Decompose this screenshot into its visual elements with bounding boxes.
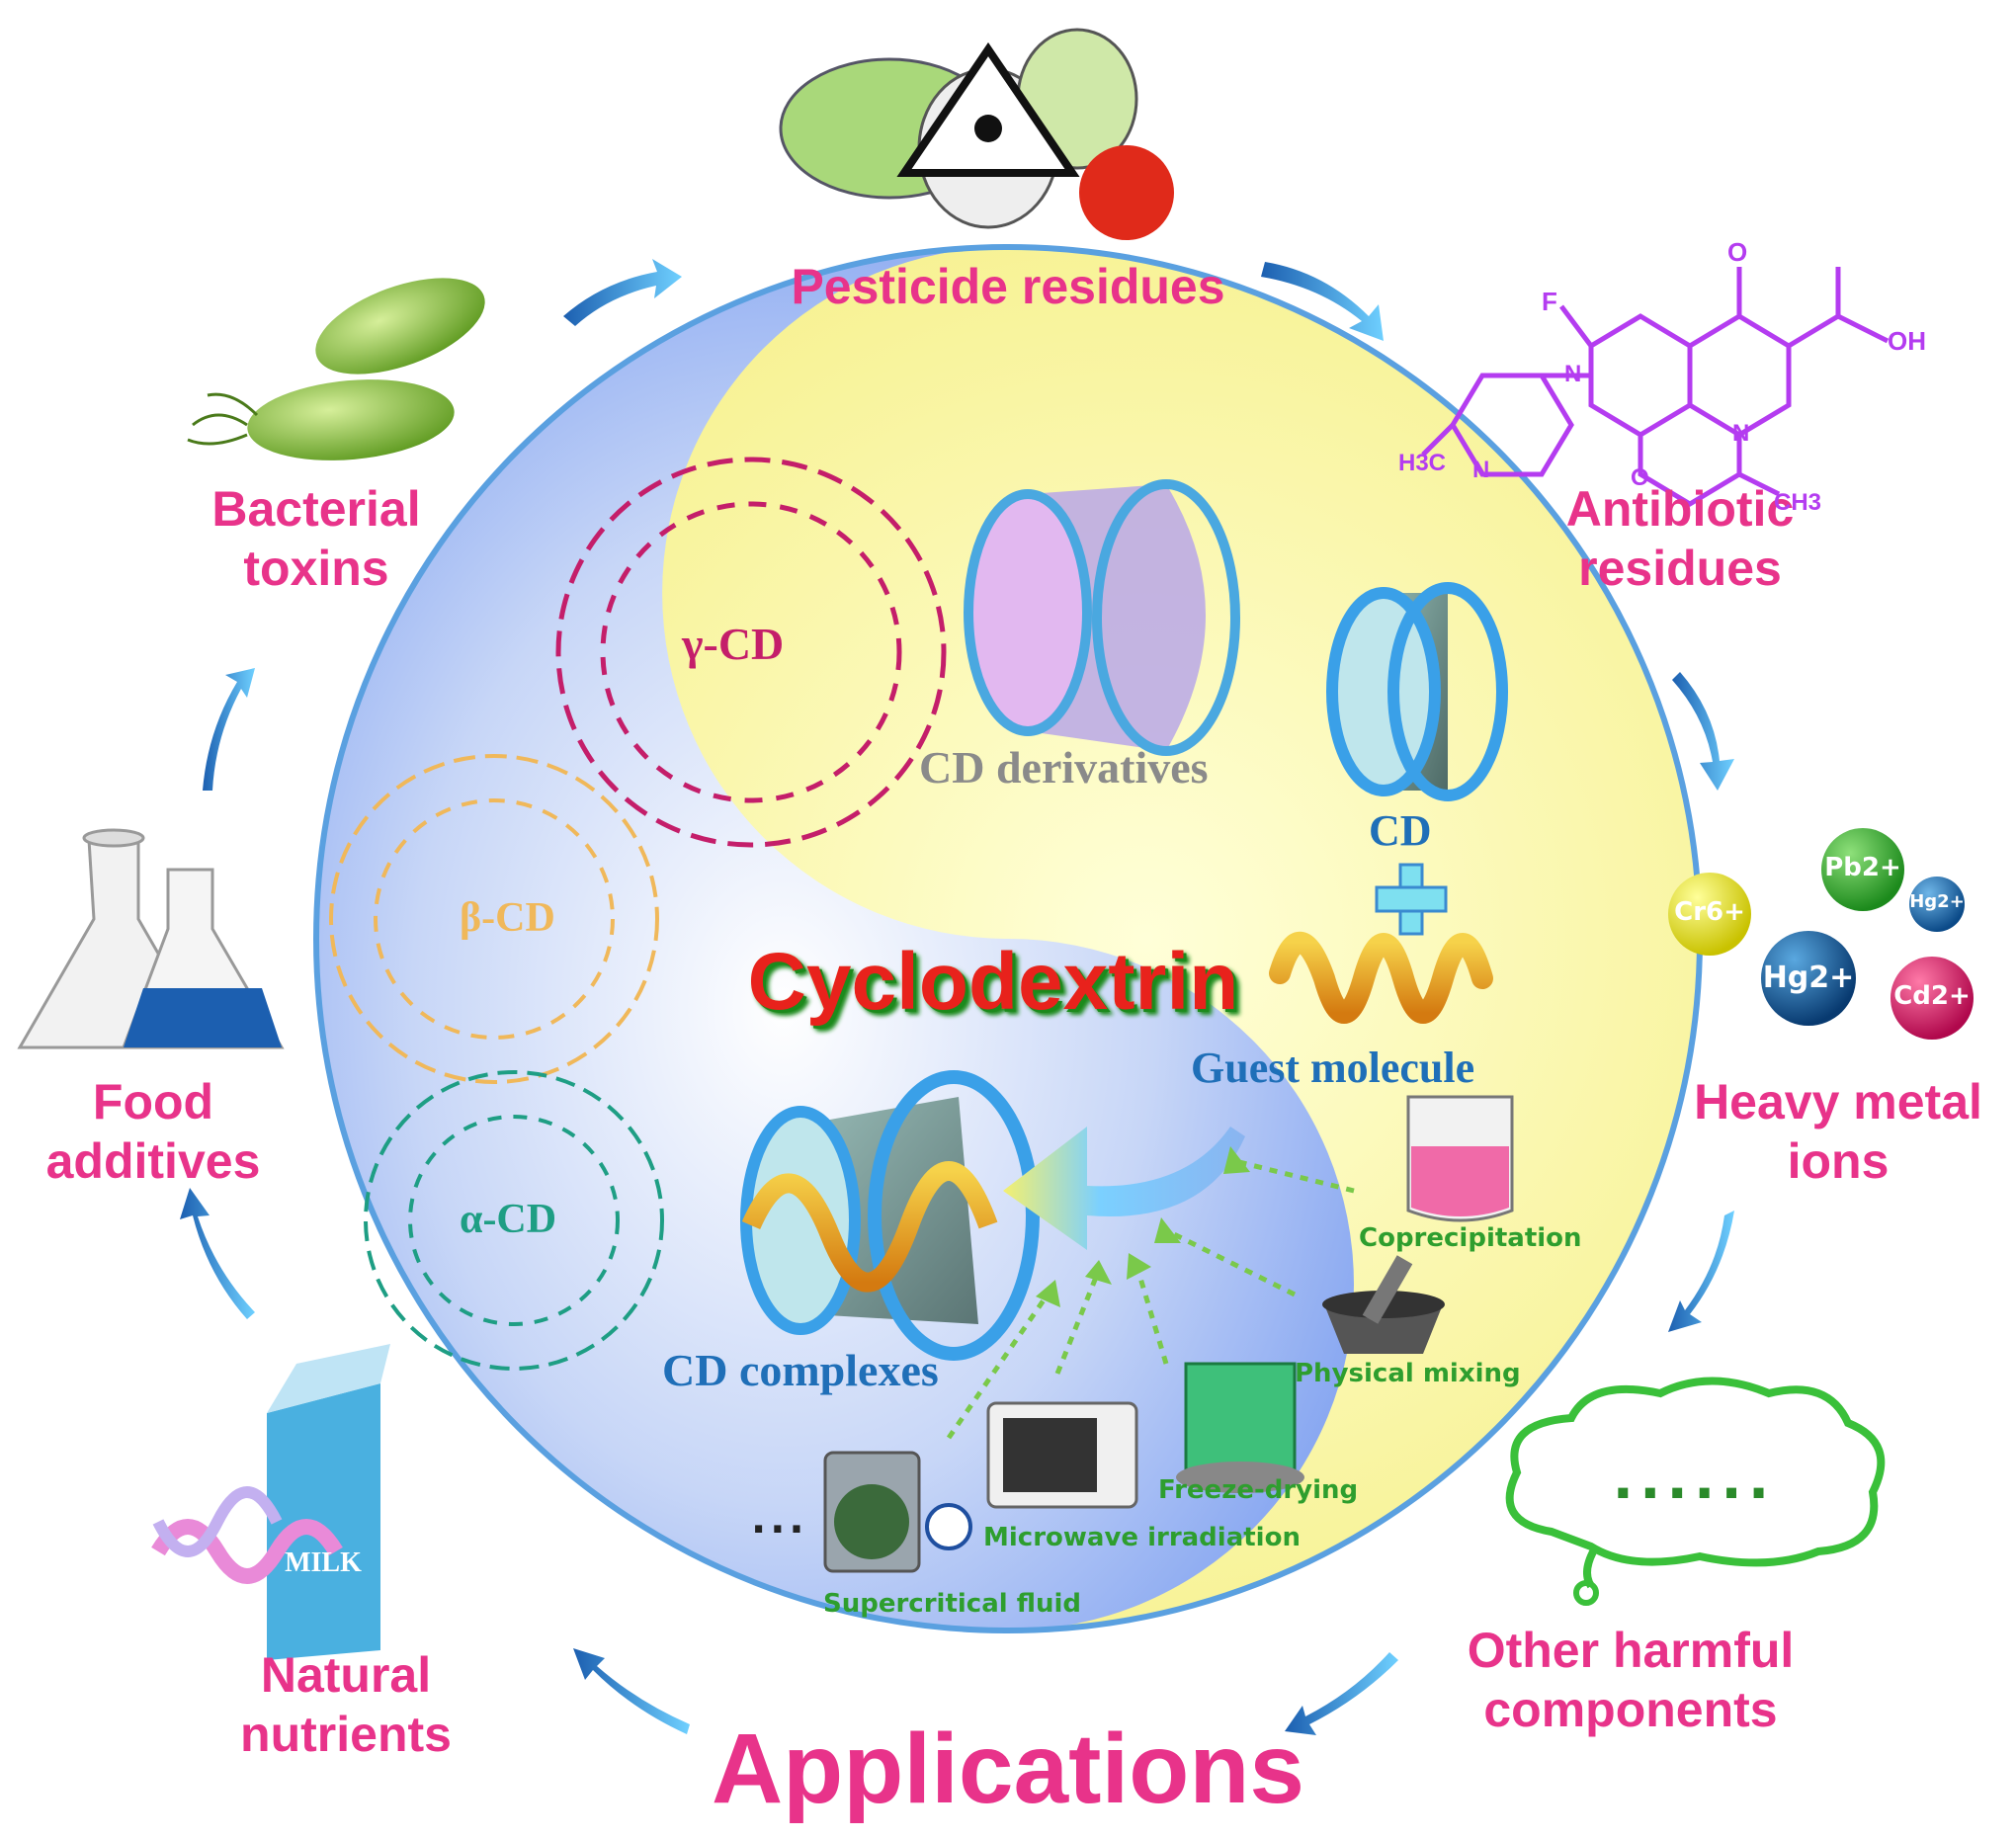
coprecipitation-label: Coprecipitation xyxy=(1359,1223,1582,1253)
cd-derivatives-label: CD derivatives xyxy=(919,742,1209,793)
alpha-cd-ring xyxy=(364,1070,664,1371)
vegetables-icon xyxy=(779,28,1174,240)
bacterial-line-2: toxins xyxy=(243,541,389,596)
atom-f: F xyxy=(1542,287,1557,316)
beta-cd-label: β-CD xyxy=(460,895,555,941)
physical-mixing-label: Physical mixing xyxy=(1295,1359,1521,1388)
microwave-label: Microwave irradiation xyxy=(983,1523,1301,1552)
other-harmful-label: Other harmful components xyxy=(1433,1621,1828,1739)
antibiotic-line-1: Antibiotic xyxy=(1565,481,1795,537)
microwave-icon xyxy=(986,1401,1138,1509)
freeze-dryer-icon xyxy=(1176,1362,1304,1493)
freeze-drying-label: Freeze-drying xyxy=(1158,1475,1359,1505)
heavy-metal-ions-label: Heavy metal ions xyxy=(1680,1072,1996,1191)
atom-n-piperazine-1: N xyxy=(1564,361,1582,387)
pesticide-residues-label: Pesticide residues xyxy=(791,259,1225,314)
bacteria-icon xyxy=(187,278,485,460)
plus-label: + xyxy=(1409,894,1411,896)
guest-molecule-label: Guest molecule xyxy=(1191,1044,1475,1092)
atom-h3c: H3C xyxy=(1398,450,1447,476)
bacterial-toxins-label: Bacterial toxins xyxy=(183,479,450,598)
natural-nutrients-label: Natural nutrients xyxy=(203,1645,489,1764)
bacterial-line-1: Bacterial xyxy=(211,481,421,537)
beaker-icon xyxy=(1406,1095,1514,1222)
method-arrowheads xyxy=(1036,1146,1250,1307)
atom-o-ring: O xyxy=(1631,464,1649,491)
antibiotic-residues-label: Antibiotic residues xyxy=(1512,479,1848,598)
beta-cd-ring xyxy=(329,754,659,1084)
other-line-1: Other harmful xyxy=(1467,1623,1795,1678)
cd-derivative-tube xyxy=(964,479,1240,756)
ion-spheres xyxy=(1668,828,1974,1040)
nutrients-line-1: Natural xyxy=(260,1647,432,1703)
ion-cr-label: Cr6+ xyxy=(1674,897,1745,927)
applications-title: Applications xyxy=(711,1714,1305,1824)
supercritical-icon xyxy=(823,1451,972,1573)
cd-label: CD xyxy=(1369,806,1432,855)
guest-molecule-spring xyxy=(1269,931,1493,1024)
heavy-metal-line-2: ions xyxy=(1787,1133,1890,1189)
milk-label: MILK xyxy=(285,1547,362,1578)
atom-n-piperazine-2: N xyxy=(1472,457,1490,483)
cycle-arrows xyxy=(180,259,1734,1735)
center-title: Cyclodextrin xyxy=(747,937,1239,1027)
other-line-2: components xyxy=(1483,1682,1778,1737)
mortar-icon xyxy=(1322,1255,1445,1354)
heavy-metal-line-1: Heavy metal xyxy=(1694,1074,1982,1129)
gamma-cd-label: γ-CD xyxy=(682,619,785,669)
atom-oh: OH xyxy=(1888,326,1926,356)
other-dots: ...... xyxy=(1613,1436,1777,1513)
atom-ch3: CH3 xyxy=(1774,489,1822,516)
nutrients-line-2: nutrients xyxy=(240,1707,452,1762)
method-arrows xyxy=(946,1158,1355,1440)
ion-hg-small-label: Hg2+ xyxy=(1909,891,1965,912)
ion-cd-label: Cd2+ xyxy=(1893,981,1971,1011)
ion-hg-label: Hg2+ xyxy=(1762,961,1855,995)
cd-complexes-label: CD complexes xyxy=(662,1345,939,1395)
alpha-cd-label: α-CD xyxy=(460,1197,557,1242)
more-methods-label: ... xyxy=(751,1497,808,1543)
antibiotic-line-2: residues xyxy=(1578,541,1782,596)
antibiotic-molecule xyxy=(1421,267,1890,507)
atom-o-ketone: O xyxy=(1727,237,1748,267)
flasks-icon xyxy=(17,828,285,1049)
supercritical-label: Supercritical fluid xyxy=(823,1589,1082,1619)
food-additives-label: Food additives xyxy=(20,1072,287,1191)
gamma-cd-ring xyxy=(555,457,947,848)
cd-complex xyxy=(740,1070,1040,1361)
atom-n-ring: N xyxy=(1732,420,1750,447)
ion-pb-label: Pb2+ xyxy=(1824,853,1901,882)
cd-tube xyxy=(1326,582,1508,801)
plus-sign xyxy=(1375,863,1448,936)
cloud-icon xyxy=(1505,1377,1886,1606)
food-line-1: Food xyxy=(92,1074,214,1129)
milk-carton-icon xyxy=(151,1344,390,1660)
food-line-2: additives xyxy=(45,1133,261,1189)
big-arrow xyxy=(1003,1127,1245,1250)
